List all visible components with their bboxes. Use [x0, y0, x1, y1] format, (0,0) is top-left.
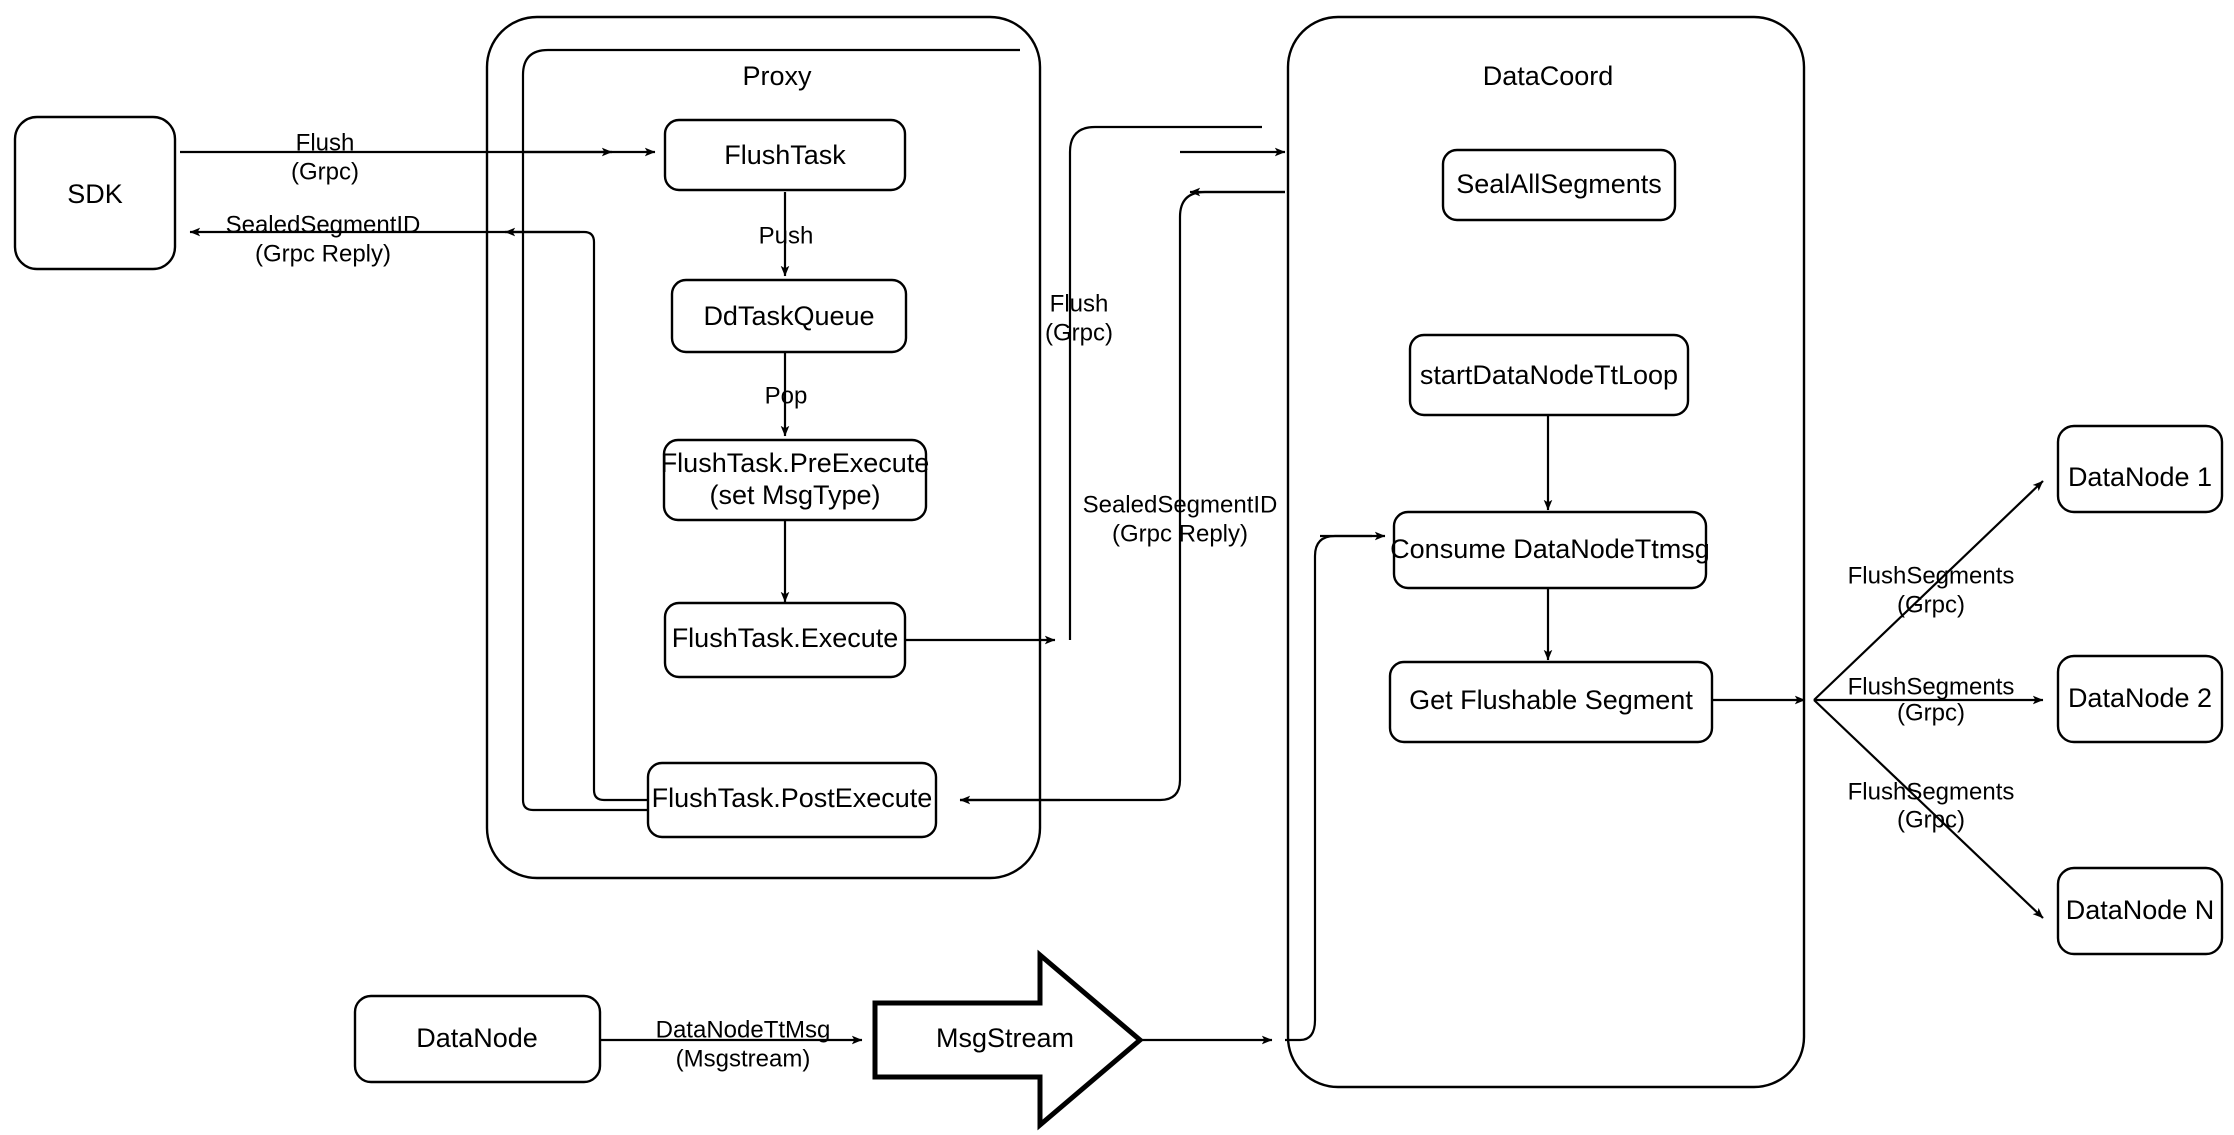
start-datanode-tt-loop-label: startDataNodeTtLoop — [1420, 360, 1678, 390]
edge-label-flushsegments-2: FlushSegments (Grpc) — [1848, 673, 2015, 726]
node-datanode-bottom[interactable]: DataNode — [353, 994, 602, 1084]
node-datanode-2[interactable]: DataNode 2 — [2056, 654, 2224, 744]
node-preexecute[interactable]: FlushTask.PreExecute (set MsgType) — [661, 438, 930, 522]
edge-label-proxy-to-sdk: SealedSegmentID (Grpc Reply) — [226, 211, 421, 267]
label-flushsegments-n-line1: FlushSegments — [1848, 778, 2015, 805]
node-start-datanode-tt-loop[interactable]: startDataNodeTtLoop — [1408, 333, 1690, 417]
label-flushsegments-2-line2: (Grpc) — [1897, 699, 1965, 726]
label-flushsegments-n-line2: (Grpc) — [1897, 806, 1965, 833]
label-flushsegments-1-line2: (Grpc) — [1897, 591, 1965, 618]
edge-label-coord-to-proxy: SealedSegmentID (Grpc Reply) — [1083, 491, 1278, 547]
datacoord-container — [1286, 15, 1806, 1089]
msgstream-label: MsgStream — [936, 1023, 1074, 1053]
edge-proxy-bus-top-corner — [521, 48, 1020, 152]
edge-datacoord-bus-to-consume — [1285, 534, 1372, 1042]
edge-postexecute-to-sdk-path — [580, 230, 648, 802]
preexecute-label-line2: (set MsgType) — [709, 480, 880, 510]
label-datanodettmsg-line2: (Msgstream) — [676, 1045, 811, 1072]
datanode-2-label: DataNode 2 — [2068, 683, 2212, 713]
node-get-flushable-segment[interactable]: Get Flushable Segment — [1388, 660, 1714, 744]
ddtaskqueue-box[interactable] — [670, 278, 908, 354]
edge-proxy-bus-to-postexecute-return — [521, 152, 648, 812]
edge-hub-to-datanode-1 — [1813, 480, 2044, 701]
start-datanode-tt-loop-box[interactable] — [1408, 333, 1690, 417]
datanode-n-label: DataNode N — [2066, 895, 2215, 925]
proxy-container — [485, 15, 1042, 880]
datanode-2-box[interactable] — [2056, 654, 2224, 744]
node-execute[interactable]: FlushTask.Execute — [663, 601, 907, 679]
datanode-1-label: DataNode 1 — [2068, 462, 2212, 492]
datanode-bottom-label: DataNode — [416, 1023, 538, 1053]
consume-datanode-ttmsg-box[interactable] — [1392, 510, 1708, 590]
edge-label-flushsegments-n: FlushSegments (Grpc) — [1848, 778, 2015, 833]
node-sdk[interactable]: SDK — [13, 115, 177, 271]
group-datacoord: DataCoord — [1286, 15, 1806, 1089]
preexecute-box[interactable] — [662, 438, 928, 522]
postexecute-label: FlushTask.PostExecute — [652, 783, 933, 813]
sdk-box[interactable] — [13, 115, 177, 271]
edge-label-datanode-ttmsg: DataNodeTtMsg (Msgstream) — [656, 1016, 831, 1072]
label-sealedsegmentid-line2: (Grpc Reply) — [255, 240, 391, 267]
consume-datanode-ttmsg-label: Consume DataNodeTtmsg — [1390, 534, 1710, 564]
label-pop: Pop — [765, 382, 808, 409]
ddtaskqueue-label: DdTaskQueue — [703, 301, 874, 331]
edge-label-flushsegments-1: FlushSegments (Grpc) — [1848, 562, 2015, 618]
get-flushable-segment-label: Get Flushable Segment — [1409, 685, 1693, 715]
label-flush-grpc-line1: Flush — [296, 129, 355, 156]
label-flushsegments-2-line1: FlushSegments — [1848, 673, 2015, 700]
sealallsegments-box[interactable] — [1441, 148, 1677, 222]
node-consume-datanode-ttmsg[interactable]: Consume DataNodeTtmsg — [1390, 510, 1710, 590]
label-push: Push — [759, 222, 814, 249]
label-flush-coord-line2: (Grpc) — [1045, 319, 1113, 346]
datanode-1-box[interactable] — [2056, 424, 2224, 514]
datacoord-title: DataCoord — [1483, 61, 1614, 91]
node-msgstream[interactable]: MsgStream — [872, 949, 1144, 1131]
edge-label-proxy-to-coord: Flush (Grpc) — [1045, 290, 1113, 346]
label-flush-grpc-line2: (Grpc) — [291, 158, 359, 185]
label-flushsegments-1-line1: FlushSegments — [1848, 562, 2015, 589]
edge-label-sdk-to-proxy: Flush (Grpc) — [291, 129, 359, 185]
sealallsegments-label: SealAllSegments — [1456, 169, 1662, 199]
postexecute-box[interactable] — [646, 761, 938, 839]
edge-flushbus-riser — [1068, 125, 1262, 640]
label-coord-sealedsegmentid-line2: (Grpc Reply) — [1112, 520, 1248, 547]
node-datanode-1[interactable]: DataNode 1 — [2056, 424, 2224, 514]
msgstream-arrow-shape[interactable] — [872, 949, 1144, 1131]
preexecute-label-line1: FlushTask.PreExecute — [661, 448, 930, 478]
datanode-n-box[interactable] — [2056, 866, 2224, 956]
edge-hub-to-datanode-n — [1813, 699, 2044, 919]
sdk-label: SDK — [67, 179, 123, 209]
datanode-bottom-box[interactable] — [353, 994, 602, 1084]
edge-coord-return-to-postexecute — [960, 190, 1285, 802]
group-proxy: Proxy — [485, 15, 1042, 880]
execute-box[interactable] — [663, 601, 907, 679]
node-sealallsegments[interactable]: SealAllSegments — [1441, 148, 1677, 222]
label-sealedsegmentid-line1: SealedSegmentID — [226, 211, 421, 238]
node-flushtask[interactable]: FlushTask — [663, 118, 907, 192]
execute-label: FlushTask.Execute — [672, 623, 899, 653]
label-coord-sealedsegmentid-line1: SealedSegmentID — [1083, 491, 1278, 518]
node-datanode-n[interactable]: DataNode N — [2056, 866, 2224, 956]
get-flushable-segment-box[interactable] — [1388, 660, 1714, 744]
label-datanodettmsg-line1: DataNodeTtMsg — [656, 1016, 831, 1043]
node-postexecute[interactable]: FlushTask.PostExecute — [646, 761, 938, 839]
proxy-title: Proxy — [742, 61, 812, 91]
label-flush-coord-line1: Flush — [1050, 290, 1109, 317]
flushtask-box[interactable] — [663, 118, 907, 192]
node-ddtaskqueue[interactable]: DdTaskQueue — [670, 278, 908, 354]
flushtask-label: FlushTask — [724, 140, 846, 170]
